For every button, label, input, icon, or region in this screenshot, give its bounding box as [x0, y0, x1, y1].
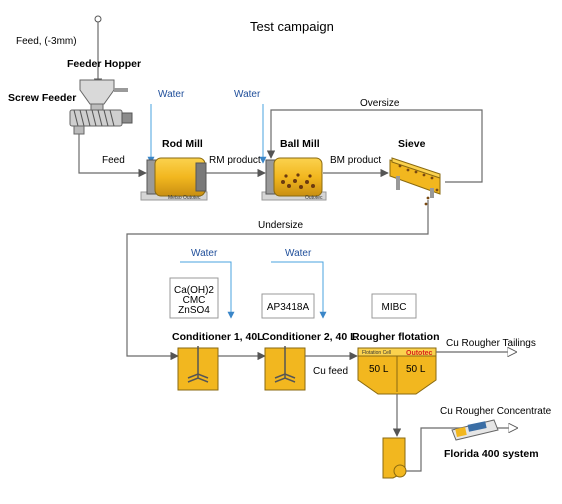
rm-product-label: RM product [209, 155, 261, 166]
reagent-c1-1: CMC [183, 295, 206, 306]
diagram-title: Test campaign [250, 19, 334, 34]
feeder-hopper-label: Feeder Hopper [67, 58, 141, 70]
conditioner2-tank [264, 346, 306, 391]
water-c2-line [271, 261, 327, 319]
cell-brand: Outotec [406, 350, 433, 357]
screw-feeder [69, 109, 133, 135]
feed-to-rod-mill-line [78, 134, 147, 178]
cu-rougher-concentrate-label: Cu Rougher Concentrate [440, 406, 552, 417]
feeder-hopper [79, 79, 128, 113]
rod-mill-brand: Metso Outotec [168, 195, 201, 201]
cu-rougher-tailings-label: Cu Rougher Tailings [446, 338, 536, 349]
oversize-recycle-line [266, 109, 483, 183]
bm-product-label: BM product [330, 155, 381, 166]
water-c1-label: Water [191, 248, 218, 259]
cell-tag: Flotation Cell [362, 350, 391, 356]
reagent-box-rougher: MIBC [371, 293, 417, 319]
reagent-box-c2: AP3418A [261, 293, 315, 319]
rougher-flotation-cell: Flotation Cell Outotec 50 L 50 L [357, 347, 437, 395]
water-c1-line [180, 261, 235, 319]
concentrate-pump-tank [382, 437, 407, 479]
water-ball-mill-label: Water [234, 89, 261, 100]
conditioner1-label: Conditioner 1, 40L [172, 331, 264, 343]
ball-mill-brand: Outotec [305, 195, 323, 201]
sieve [389, 157, 441, 206]
water-c2-label: Water [285, 248, 312, 259]
conditioner1-tank [177, 346, 219, 391]
feed-label: Feed [102, 155, 125, 166]
water-rod-mill-label: Water [158, 89, 185, 100]
screw-feeder-label: Screw Feeder [8, 92, 76, 104]
reagent-c2: AP3418A [267, 302, 310, 313]
rod-mill-label: Rod Mill [162, 138, 203, 150]
reagent-box-c1: Ca(OH)2 CMC ZnSO4 [169, 277, 219, 319]
conditioner2-label: Conditioner 2, 40 L [262, 331, 357, 343]
florida-system-label: Florida 400 system [444, 448, 539, 460]
feed-source-node [94, 15, 102, 23]
cell-left-volume: 50 L [369, 364, 389, 375]
cu-feed-label: Cu feed [313, 366, 348, 377]
ball-mill: Outotec [261, 157, 327, 201]
reagent-rougher: MIBC [382, 302, 407, 313]
sieve-label: Sieve [398, 138, 426, 150]
ball-mill-label: Ball Mill [280, 138, 320, 150]
undersize-label: Undersize [258, 220, 303, 231]
feed-input-label: Feed, (-3mm) [16, 36, 77, 47]
rod-mill: Metso Outotec [140, 157, 208, 201]
cell-right-volume: 50 L [406, 364, 426, 375]
rougher-flotation-label: Rougher flotation [352, 331, 440, 343]
reagent-c1-0: Ca(OH)2 [174, 285, 214, 296]
oversize-label: Oversize [360, 98, 400, 109]
florida-400-device [451, 419, 499, 441]
undersize-line [126, 200, 429, 361]
reagent-c1-2: ZnSO4 [178, 305, 210, 316]
